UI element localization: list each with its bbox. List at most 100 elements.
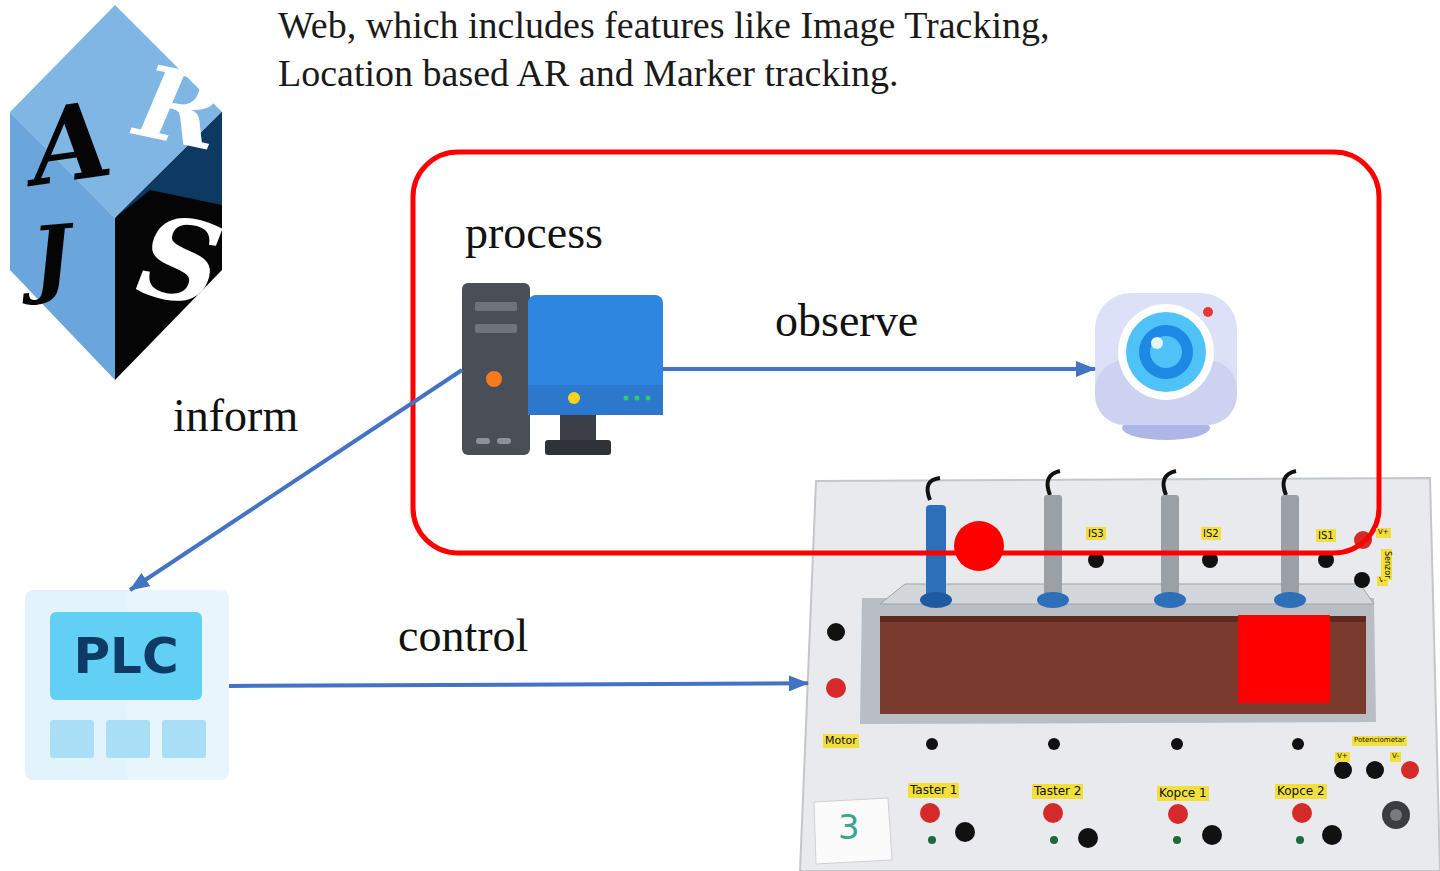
sensor [1164, 471, 1176, 495]
socket [1292, 738, 1304, 750]
text-holder: IS1 [1316, 525, 1336, 543]
camera-icon [1150, 336, 1182, 368]
sensor [1037, 592, 1069, 608]
edge-label: control [395, 608, 531, 663]
push-button [1296, 836, 1304, 844]
socket [1354, 572, 1370, 588]
text-holder: S [140, 205, 221, 317]
sensor [928, 478, 940, 500]
marker-highlight [954, 521, 1330, 703]
marker-highlight [954, 521, 1004, 571]
sensor [1281, 495, 1299, 595]
computer-node: process [462, 205, 663, 455]
motor-tag: Motor [823, 734, 859, 748]
computer-icon [475, 324, 517, 333]
computer-icon [568, 392, 580, 404]
conveyor-panel [880, 616, 1366, 714]
push-button [1292, 803, 1312, 823]
plc-label: PLC [73, 631, 178, 681]
process-region [413, 152, 1379, 553]
computer-icon [545, 440, 611, 455]
sensor [1044, 495, 1062, 595]
socket [955, 822, 975, 842]
push-button [920, 803, 1312, 844]
camera-node [1095, 293, 1237, 435]
push-button [1168, 804, 1188, 824]
logo-letter: R [129, 50, 231, 165]
socket [926, 738, 938, 750]
paper-note [814, 798, 892, 864]
camera-icon [1095, 293, 1237, 440]
push-button [928, 836, 936, 844]
slide-text: Web, which includes features like Image … [278, 2, 1056, 97]
potentiometer-knob [1390, 809, 1402, 821]
socket [1171, 738, 1183, 750]
push-button [1043, 803, 1063, 823]
plc-icon [50, 612, 202, 700]
edge-label: observe [772, 293, 921, 348]
text-holder: 3 [838, 810, 860, 844]
text-holder: Web, which includes features like Image … [278, 2, 1056, 97]
text-holder: IS2 [1201, 523, 1221, 541]
text-holder: A [30, 92, 111, 196]
text-holder: PLC [50, 612, 202, 700]
socket [1078, 828, 1098, 848]
logo-letter: A [23, 87, 117, 201]
sensor-tag: IS3 [1086, 527, 1106, 540]
sensor-tag: IS2 [1201, 527, 1221, 540]
marker-highlight [1238, 615, 1330, 703]
pin-label: V+ [1335, 752, 1350, 762]
socket [1366, 761, 1384, 779]
plc-icon [162, 720, 206, 758]
push-button [1050, 836, 1058, 844]
text-holder: V- [1390, 744, 1401, 762]
camera-icon [1203, 307, 1213, 317]
socket [826, 531, 1419, 848]
text-holder: Kopce 1 [1157, 783, 1209, 801]
button-tag: Taster 1 [908, 783, 959, 798]
text-holder: IS3 [1086, 523, 1106, 541]
text-holder: V+ [1335, 744, 1350, 762]
socket [1322, 825, 1342, 845]
text-holder: Senzor [1392, 542, 1423, 560]
text-holder: Taster 1 [908, 780, 959, 798]
pin-label: V+ [1376, 528, 1391, 538]
text-holder: process [465, 205, 603, 260]
sensor-tag: Senzor [1381, 549, 1392, 580]
text-holder: Motor [823, 730, 859, 748]
computer-icon [462, 283, 663, 455]
arrow-connector [229, 683, 808, 686]
push-button [1173, 836, 1181, 844]
text-holder: Potenciometar [1352, 728, 1407, 746]
text-holder: J [32, 215, 72, 299]
socket [827, 623, 845, 641]
computer-icon [528, 385, 663, 415]
computer-icon [646, 396, 651, 401]
socket [1048, 738, 1060, 750]
conveyor-panel [800, 478, 1440, 871]
potentiometer-tag: Potenciometar [1352, 736, 1407, 746]
socket [1401, 761, 1419, 779]
camera-icon [1095, 293, 1237, 425]
computer-icon [528, 295, 663, 415]
socket [826, 678, 846, 698]
potentiometer-knob [1382, 801, 1410, 829]
camera-icon [1151, 337, 1163, 349]
text-holder: inform [170, 388, 301, 443]
button-tag: Kopce 2 [1275, 784, 1327, 799]
logo-letter: S [131, 199, 230, 323]
process-region [413, 152, 1379, 553]
sensor [920, 592, 952, 608]
computer-icon [475, 302, 517, 311]
plc-icon [50, 720, 94, 758]
conveyor-panel [800, 478, 1440, 871]
text-holder: control [395, 608, 531, 663]
computer-icon [476, 438, 490, 444]
plc-node: PLC [25, 590, 229, 780]
paper-note [814, 798, 892, 864]
computer-icon [560, 415, 596, 441]
text-holder: Taster 2 [1032, 781, 1083, 799]
button-tag: Taster 2 [1032, 784, 1083, 799]
computer-icon [624, 396, 629, 401]
